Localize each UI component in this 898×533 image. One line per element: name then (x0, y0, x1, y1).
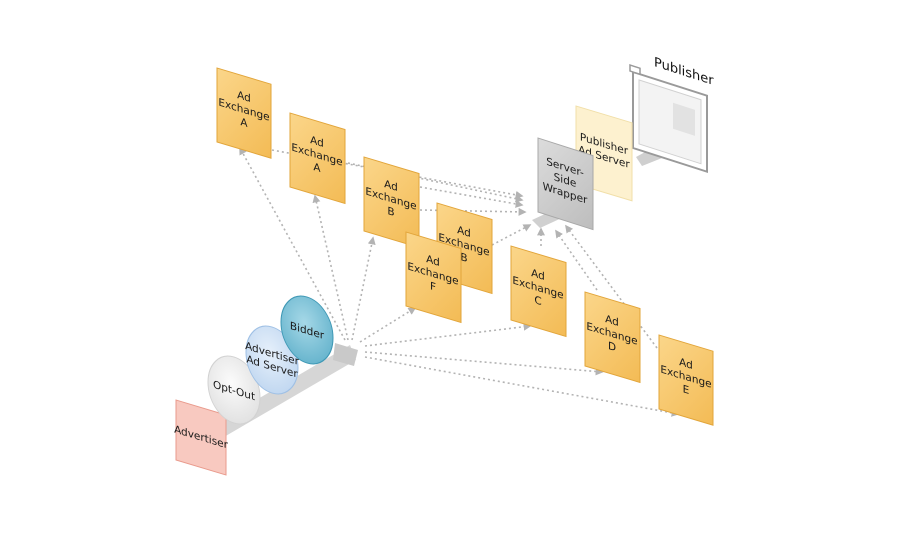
arrow-bidder-to-exchange-d (364, 351, 604, 376)
arrow-exchange-d-to-wrapper (555, 229, 598, 291)
exchange-label-1: Ad (605, 312, 619, 329)
exchange-label-3: B (460, 250, 467, 265)
exchange-label-1: Ad (531, 266, 545, 283)
arrow-bidder-to-exchange-e (364, 356, 680, 417)
arrow-bidder-to-exchange-c (364, 322, 532, 347)
ad-exchange-b-2: Ad Exchange B (436, 202, 493, 295)
ad-exchange-d: Ad Exchange D (584, 291, 641, 384)
bid-arrows (239, 146, 680, 417)
arrow-exchange-a1-to-wrapper (271, 149, 524, 199)
ad-exchange-f: Ad Exchange F (405, 231, 462, 324)
exchange-label-3: B (387, 204, 394, 219)
arrow-exchange-b2-to-wrapper (491, 224, 532, 246)
ad-exchange-e: Ad Exchange E (658, 334, 714, 426)
arrow-bidder-to-exchange-f (359, 307, 417, 343)
arrow-exchange-b1-to-wrapper-2 (419, 207, 527, 216)
arrow-exchange-b1-to-wrapper-1 (419, 186, 524, 208)
exchange-label-3: C (534, 293, 541, 308)
ad-exchange-c: Ad Exchange C (510, 245, 567, 338)
browser-window-icon (629, 64, 708, 174)
arrow-bidder-to-exchange-a1 (239, 146, 346, 341)
advertiser-ad-server: Advertiser Ad Server (245, 325, 300, 395)
exchange-label-1: Ad (310, 133, 324, 150)
exchange-label-3: F (430, 279, 436, 294)
ad-exchange-a-1: Ad Exchange A (216, 67, 272, 159)
exchange-label-1: Ad (426, 252, 440, 269)
ad-exchange-a-2: Ad Exchange A (289, 112, 346, 205)
exchange-label-3: A (240, 115, 248, 130)
ad-exchange-b-1: Ad Exchange B (363, 156, 420, 249)
exchange-label-1: Ad (457, 223, 471, 240)
server-side-wrapper: Server- Side Wrapper (537, 137, 594, 231)
exchange-label-1: Ad (384, 177, 398, 194)
bidder: Bidder (280, 295, 334, 365)
opt-out: Opt-Out (207, 355, 261, 425)
exchange-label-3: D (608, 339, 616, 354)
publisher: Publisher (629, 55, 714, 174)
exchange-label-1: Ad (237, 88, 251, 105)
exchange-label-1: Ad (679, 355, 693, 372)
advertiser: Advertiser (174, 399, 229, 476)
arrow-exchange-e-to-wrapper (565, 224, 658, 349)
exchange-label-3: A (313, 160, 321, 175)
exchange-label-3: E (683, 382, 690, 397)
arrow-bidder-to-exchange-b1 (351, 236, 376, 341)
